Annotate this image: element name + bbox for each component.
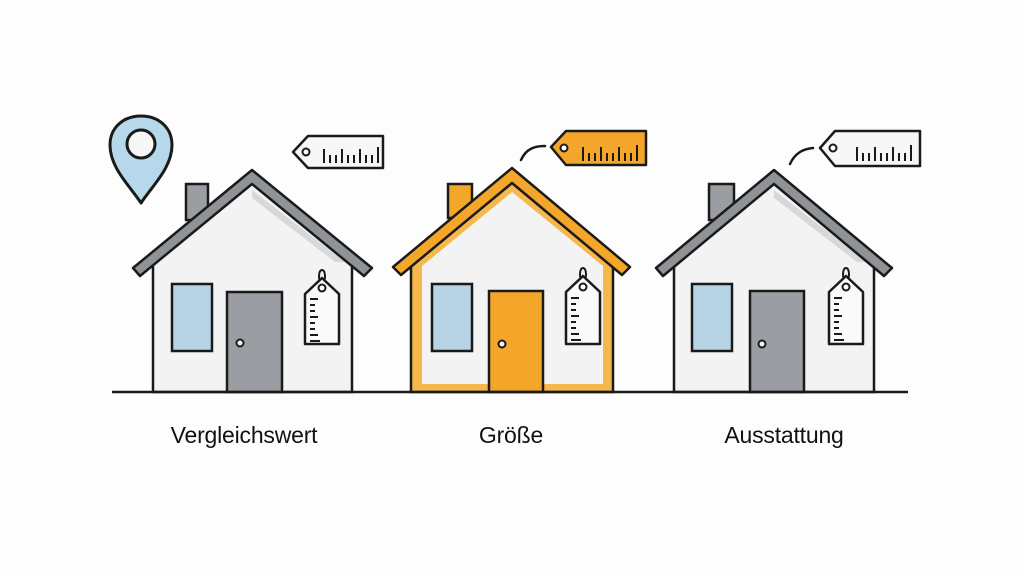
hanging-price-tag-icon: [303, 268, 341, 346]
house-ausstattung: [654, 129, 922, 394]
hanging-price-tag-icon: [564, 266, 602, 346]
house-groesse: [391, 129, 648, 394]
location-pin-icon: [108, 114, 174, 205]
label-vergleichswert: Vergleichswert: [170, 422, 318, 448]
house-vergleichswert: [131, 134, 385, 394]
price-tag-icon: [291, 134, 385, 170]
price-tag-icon-highlighted: [549, 129, 648, 167]
label-groesse: Größe: [478, 422, 544, 448]
hanging-price-tag-icon: [827, 266, 865, 346]
price-tag-icon: [818, 129, 922, 168]
label-ausstattung: Ausstattung: [724, 422, 844, 448]
